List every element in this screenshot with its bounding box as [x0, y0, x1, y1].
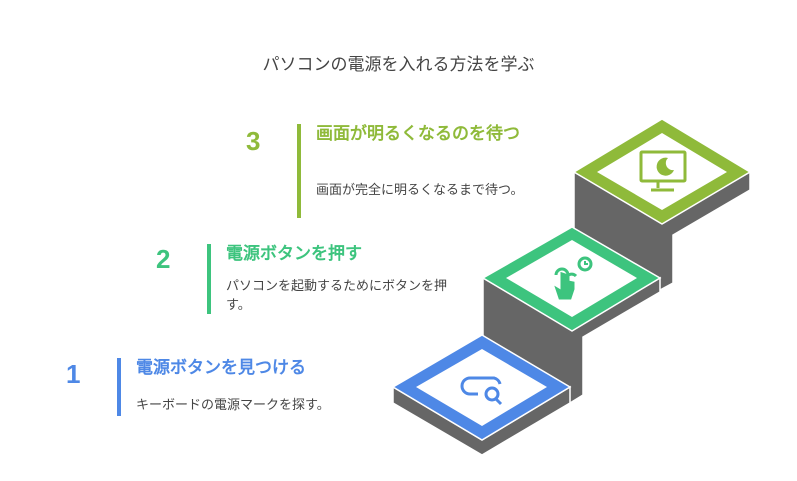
diagram-title: パソコンの電源を入れる方法を学ぶ: [262, 55, 535, 75]
divider: [297, 124, 301, 218]
step-number: 2: [156, 244, 171, 274]
divider: [117, 358, 121, 416]
divider: [207, 244, 211, 314]
step-number: 1: [66, 359, 81, 389]
step-title: 電源ボタンを押す: [226, 244, 362, 264]
step-description: キーボードの電源マークを探す。: [136, 398, 330, 413]
step-description: 画面が完全に明るくなるまで待つ。: [316, 183, 524, 198]
tap-timer-icon: [554, 256, 593, 300]
monitor-sleep-icon: [639, 150, 687, 192]
step-title: 電源ボタンを見つける: [136, 358, 306, 378]
search-icon: [460, 376, 503, 406]
step-number: 3: [246, 126, 261, 156]
step-description: パソコンを起動するためにボタンを押す。: [226, 279, 448, 313]
step-title: 画面が明るくなるのを待つ: [316, 124, 520, 144]
